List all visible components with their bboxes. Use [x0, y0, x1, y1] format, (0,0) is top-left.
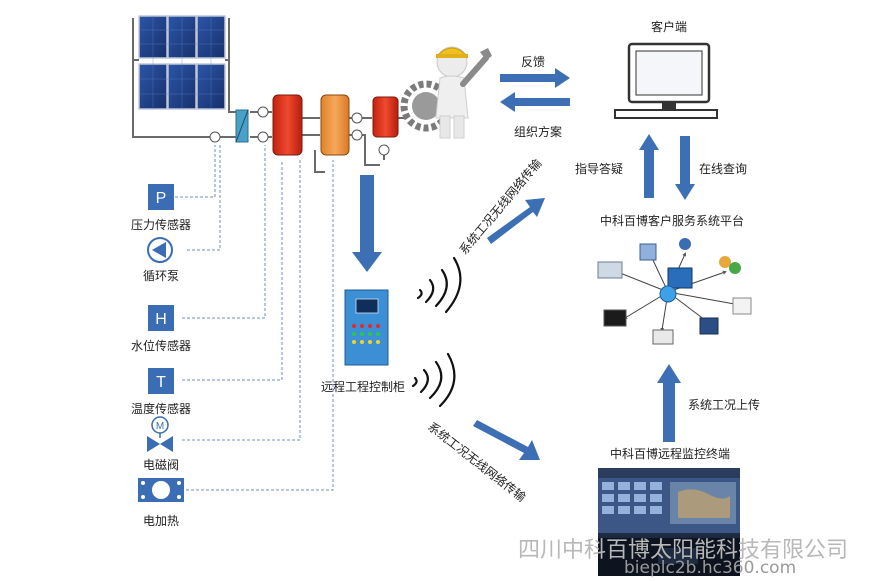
circulation-pump-label: 循环泵 — [142, 269, 180, 283]
tank-red-small — [372, 96, 399, 138]
electric-heater-label: 电加热 — [142, 514, 180, 528]
upload-label: 系统工况上传 — [688, 398, 761, 412]
solar-panel-array — [138, 15, 226, 110]
pipe-pump-icon — [209, 106, 390, 156]
guide-answer-label: 指导答疑 — [575, 162, 624, 176]
organize-arrow-left — [500, 92, 570, 112]
feedback-label: 反馈 — [521, 55, 546, 69]
signal-lines — [175, 145, 334, 491]
organize-plan-label: 组织方案 — [514, 125, 563, 139]
worker-mascot-icon — [400, 46, 492, 139]
guide-arrow-up — [639, 134, 659, 198]
temperature-sensor-icon — [148, 368, 174, 394]
query-arrow-down — [675, 136, 695, 200]
temperature-sensor-label: 温度传感器 — [130, 402, 192, 416]
svg-text:T: T — [156, 374, 166, 391]
water-level-sensor-icon — [148, 305, 174, 331]
watermark-company: 四川中科百博太阳能科技有限公司 — [518, 538, 849, 563]
client-computer-icon — [614, 42, 718, 119]
controller-label: 远程工程控制柜 — [321, 380, 406, 394]
legend-icons: P H T M — [138, 184, 184, 502]
client-label: 客户端 — [650, 20, 688, 34]
wireless-signal-icon — [411, 352, 456, 408]
tank-red-large — [272, 94, 303, 156]
feedback-arrow-right — [500, 68, 570, 88]
wireless-signal-icon — [416, 256, 462, 314]
pressure-sensor-label: 压力传感器 — [130, 218, 192, 232]
watermark-url: bieplc2b.hc360.com — [624, 558, 797, 578]
svg-text:M: M — [156, 421, 164, 432]
network-platform-icon — [597, 238, 752, 345]
monitoring-terminal-photo — [598, 468, 740, 576]
water-level-sensor-label: 水位传感器 — [130, 339, 192, 353]
wireless-arrow-up — [487, 198, 545, 244]
tank-orange — [320, 94, 350, 156]
pressure-sensor-icon — [148, 184, 174, 210]
circulation-pump-icon — [147, 237, 173, 263]
arrow-down-to-controller — [352, 175, 382, 272]
pressure-sensor-symbol: P — [156, 190, 167, 207]
electric-heater-icon — [138, 478, 184, 502]
solenoid-valve-label: 电磁阀 — [142, 458, 180, 472]
remote-control-cabinet — [344, 289, 389, 366]
upload-arrow-up — [657, 364, 681, 442]
svg-text:H: H — [155, 311, 167, 328]
wireless-arrow-down — [473, 420, 540, 460]
solenoid-valve-icon: M — [147, 416, 173, 452]
monitor-terminal-label: 中科百博远程监控终端 — [609, 447, 731, 461]
platform-label: 中科百博客户服务系统平台 — [599, 214, 745, 228]
online-query-label: 在线查询 — [699, 162, 748, 176]
